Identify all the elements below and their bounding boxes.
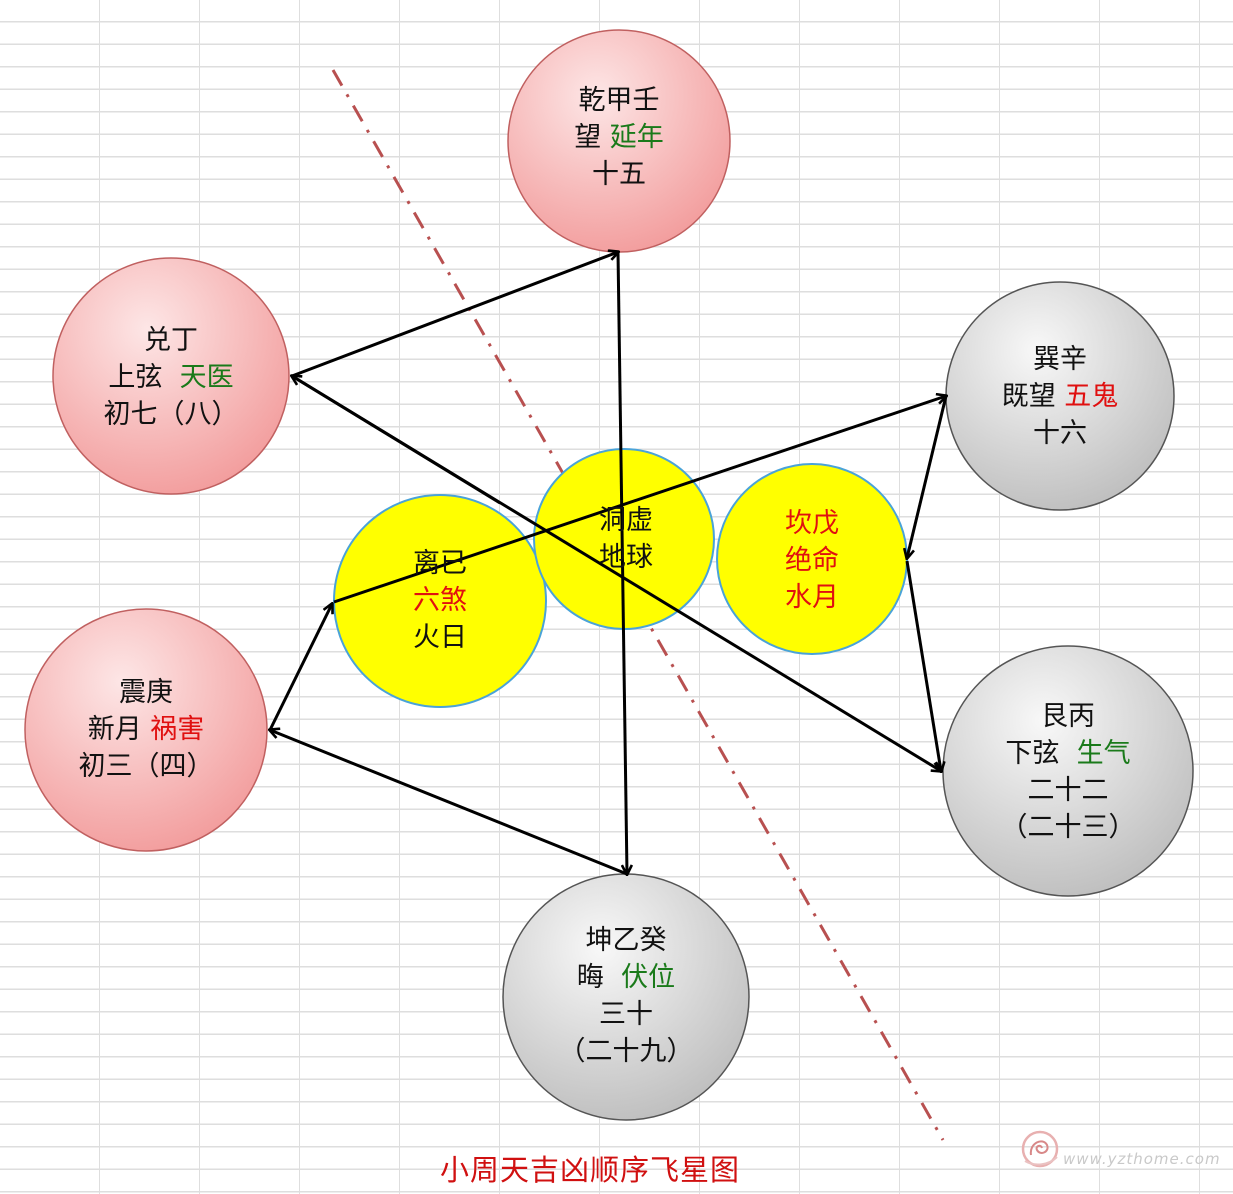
node-dui-line1: 兑丁 — [144, 325, 198, 356]
node-dui-line3: 初七（八） — [103, 399, 239, 430]
node-li-label: 离已 六煞 火日 — [380, 545, 500, 656]
node-center-label: 洞虚 地球 — [566, 502, 686, 576]
arrow-gen-to-dui — [292, 376, 501, 505]
node-dui-label: 兑丁 上弦 天医 初七（八） — [81, 322, 261, 433]
star-shengqi: 生气 — [1076, 738, 1131, 769]
node-gen-line3: 二十二 — [1027, 775, 1109, 806]
node-dui-line2: 上弦 天医 — [108, 362, 234, 393]
star-liusha: 六煞 — [413, 585, 467, 616]
node-zhen-label: 震庚 新月 祸害 初三（四） — [56, 674, 236, 785]
star-tianyi: 天医 — [179, 362, 234, 393]
diagram-caption: 小周天吉凶顺序飞星图 — [440, 1153, 741, 1187]
star-jueming: 绝命 — [785, 545, 839, 576]
arrow-kun-to-zhen — [270, 730, 628, 876]
node-center-line1: 洞虚 — [599, 505, 653, 536]
node-gen-line2: 下弦 生气 — [1005, 738, 1131, 769]
star-wugui: 五鬼 — [1064, 381, 1119, 412]
node-gen-line1: 艮丙 — [1041, 701, 1095, 732]
node-qian-line2: 望 延年 — [574, 122, 664, 153]
node-kun-line1: 坤乙癸 — [585, 925, 667, 956]
node-kun-line2: 晦 伏位 — [576, 962, 676, 993]
node-qian-line3: 十五 — [592, 159, 646, 190]
watermark-logo-icon — [1021, 1130, 1059, 1168]
arrow-li-to-xun — [333, 396, 946, 604]
node-xun-line1: 巽辛 — [1033, 344, 1087, 375]
node-kan-line1: 坎戊 — [785, 508, 839, 539]
arrow-qian-to-kun — [616, 251, 627, 874]
node-center-line2: 地球 — [599, 542, 653, 573]
arrow-xun-to-kan — [907, 395, 948, 558]
node-kun-label: 坤乙癸 晦 伏位 三十 （二十九） — [536, 922, 716, 1070]
star-huohai: 祸害 — [150, 714, 205, 745]
node-qian-label: 乾甲壬 望 延年 十五 — [539, 82, 699, 193]
node-zhen-line2: 新月 祸害 — [87, 714, 205, 745]
node-xun-line2: 既望 五鬼 — [1001, 381, 1119, 412]
star-yannian: 延年 — [609, 122, 664, 153]
node-xun-label: 巽辛 既望 五鬼 十六 — [980, 341, 1140, 452]
arrow-dui-to-qian — [291, 252, 618, 378]
arrow-kan-to-gen — [905, 560, 941, 771]
star-fuwei: 伏位 — [621, 962, 676, 993]
node-gen-label: 艮丙 下弦 生气 二十二 （二十三） — [978, 698, 1158, 846]
node-kun-line3: 三十 — [599, 999, 653, 1030]
node-kan-label: 坎戊 绝命 水月 — [752, 505, 872, 616]
node-zhen-line3: 初三（四） — [78, 751, 214, 782]
node-li-line3: 火日 — [413, 622, 467, 653]
node-gen-line4: （二十三） — [1000, 812, 1136, 843]
watermark-text: www.yzthome.com — [1063, 1150, 1221, 1168]
node-li-line1: 离已 — [413, 548, 467, 579]
node-zhen-line1: 震庚 — [119, 677, 173, 708]
arrow-zhen-to-li — [268, 604, 332, 731]
node-qian-line1: 乾甲壬 — [578, 85, 660, 116]
node-kun-line4: （二十九） — [558, 1036, 694, 1067]
node-xun-line3: 十六 — [1033, 418, 1087, 449]
node-kan-line3: 水月 — [785, 582, 839, 613]
